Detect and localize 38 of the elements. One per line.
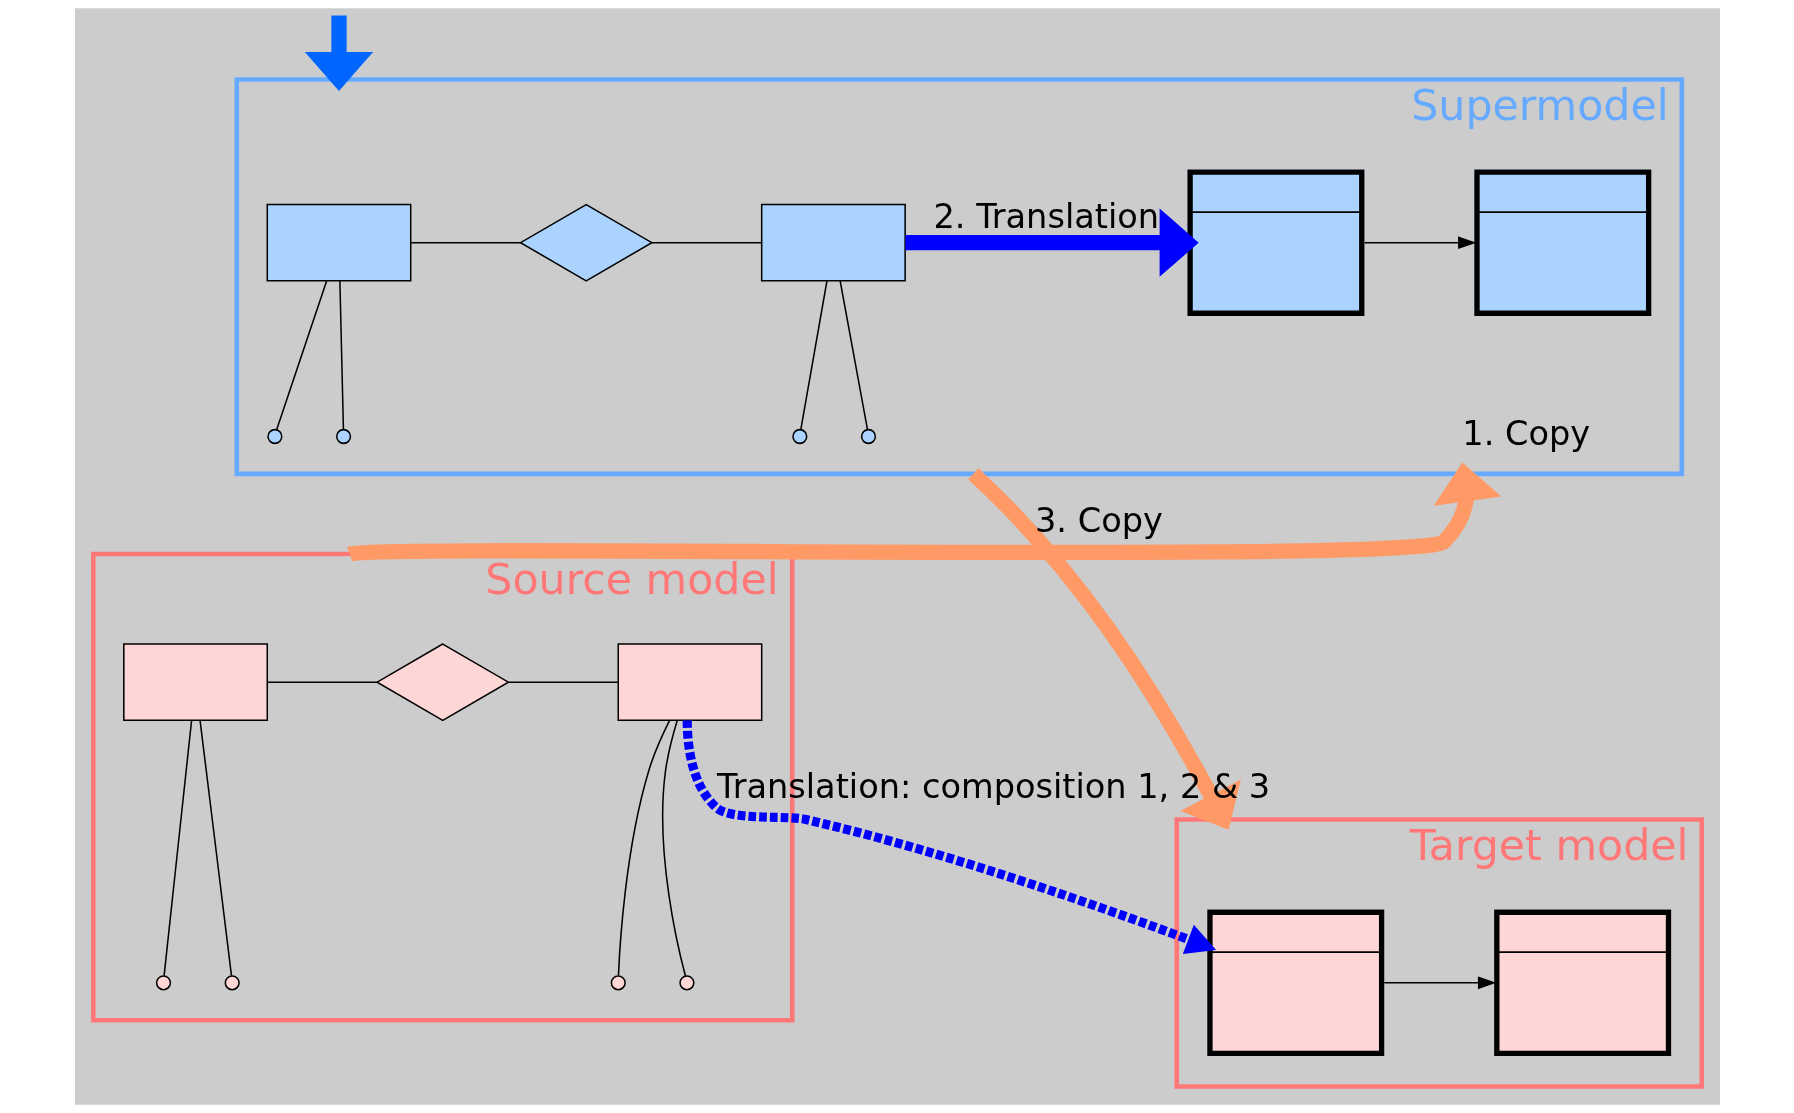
arrow	[905, 208, 1199, 277]
node-box	[760, 203, 906, 282]
node-box	[266, 203, 411, 282]
connector	[799, 280, 828, 431]
node-circle	[266, 428, 283, 445]
arrow	[348, 462, 1501, 562]
connector	[650, 241, 762, 244]
connector	[162, 720, 192, 977]
connector	[409, 241, 521, 244]
connector	[507, 681, 618, 683]
cluster: Target model	[1173, 817, 1704, 1089]
node-circle	[335, 428, 351, 445]
node-circle	[791, 428, 807, 445]
node-circle	[860, 428, 876, 445]
connector	[198, 720, 232, 977]
edge-label: 2. Translation	[933, 197, 1159, 237]
connector	[266, 681, 378, 683]
edge-label: 3. Copy	[1034, 501, 1163, 541]
node-circle	[155, 975, 171, 991]
edge-label: 1. Copy	[1461, 414, 1590, 454]
node-circle	[678, 975, 695, 991]
arrow	[304, 15, 373, 91]
arrow	[1383, 976, 1496, 990]
connector	[617, 719, 670, 977]
node-box	[617, 643, 762, 722]
node-circle	[610, 975, 626, 991]
connector	[338, 280, 344, 431]
node-diamond	[375, 643, 510, 722]
edge-label: Translation: composition 1, 2 & 3	[716, 766, 1270, 806]
node-circle	[224, 975, 240, 991]
connector	[838, 280, 868, 431]
connector	[275, 280, 327, 431]
node-box	[122, 643, 268, 722]
arrow	[1363, 236, 1476, 250]
connector	[661, 719, 686, 977]
arrow	[682, 720, 1216, 954]
arrow	[967, 468, 1241, 830]
node-diamond	[518, 203, 653, 282]
